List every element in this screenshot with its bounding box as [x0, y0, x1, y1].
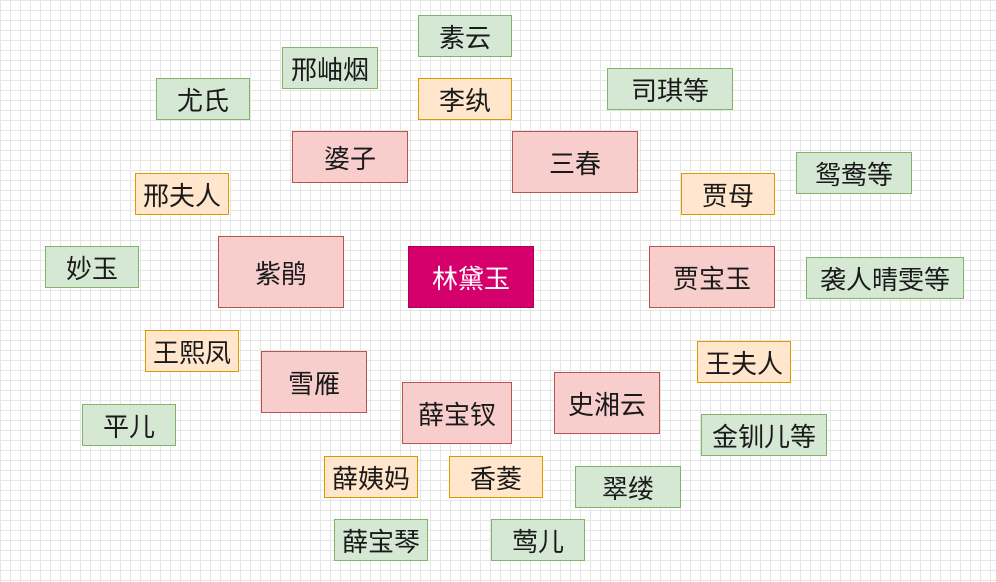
- node-sanchun: 三春: [512, 131, 638, 193]
- node-suyun: 素云: [418, 15, 512, 57]
- node-xiangling: 香菱: [449, 456, 543, 498]
- node-xing-xiuyan: 邢岫烟: [282, 47, 378, 89]
- node-siqi-etc: 司琪等: [607, 68, 733, 110]
- node-jia-baoyu: 贾宝玉: [649, 246, 775, 308]
- node-xing-furen: 邢夫人: [135, 173, 229, 215]
- node-xiren-qingwen-etc: 袭人晴雯等: [806, 257, 964, 299]
- node-xue-baochai: 薛宝钗: [402, 382, 512, 444]
- node-yuanyang-etc: 鸳鸯等: [796, 152, 912, 194]
- node-cuilv: 翠缕: [575, 466, 681, 508]
- node-xue-yima: 薛姨妈: [324, 456, 418, 498]
- node-miaoyu: 妙玉: [45, 246, 139, 288]
- node-wang-xifeng: 王熙凤: [145, 330, 239, 372]
- node-ying-er: 莺儿: [491, 519, 585, 561]
- node-xueyan: 雪雁: [261, 351, 367, 413]
- node-jia-mu: 贾母: [681, 173, 775, 215]
- node-jinchuan-etc: 金钏儿等: [701, 414, 827, 456]
- node-li-wan: 李纨: [418, 78, 512, 120]
- node-you-shi: 尤氏: [156, 78, 250, 120]
- node-wang-furen: 王夫人: [697, 341, 791, 383]
- node-lin-daiyu: 林黛玉: [408, 246, 534, 308]
- node-pozi: 婆子: [292, 131, 408, 183]
- node-ping-er: 平儿: [82, 404, 176, 446]
- node-zijuan: 紫鹃: [218, 236, 344, 308]
- node-shi-xiangyun: 史湘云: [554, 372, 660, 434]
- node-xue-baoqin: 薛宝琴: [334, 519, 428, 561]
